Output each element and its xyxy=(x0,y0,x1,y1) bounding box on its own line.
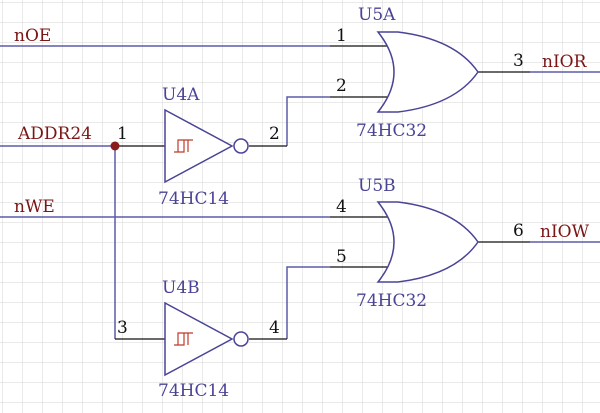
or-gate-symbol xyxy=(376,201,479,283)
net-label-nwe: nWE xyxy=(14,197,55,217)
gate-u5b xyxy=(376,201,479,283)
part-u4a: 74HC14 xyxy=(158,189,229,209)
net-label-niow: nIOW xyxy=(540,222,590,242)
pin-number: 3 xyxy=(513,51,524,71)
pin-number: 4 xyxy=(336,197,347,217)
schmitt-trigger-icon xyxy=(174,332,193,346)
pin-number: 3 xyxy=(117,318,128,338)
pin-number: 4 xyxy=(269,318,280,338)
ref-u5a: U5A xyxy=(358,5,396,25)
inverter-symbol xyxy=(164,108,234,184)
wire-u4b-u5b xyxy=(286,266,330,339)
pin-number: 6 xyxy=(513,221,524,241)
wires xyxy=(0,45,600,339)
pin-number: 2 xyxy=(269,124,280,144)
part-u5b: 74HC32 xyxy=(356,291,427,311)
wire-u4a-u5a xyxy=(286,96,330,146)
ref-u5b: U5B xyxy=(358,176,396,196)
gate-u5a xyxy=(376,31,479,113)
part-u4b: 74HC14 xyxy=(158,381,229,401)
ref-u4b: U4B xyxy=(162,278,200,298)
inversion-bubble xyxy=(233,331,249,347)
part-u5a: 74HC32 xyxy=(356,121,427,141)
pin-number: 1 xyxy=(336,26,347,46)
net-label-noe: nOE xyxy=(14,26,51,46)
net-label-addr24: ADDR24 xyxy=(17,124,92,144)
pin-lines xyxy=(115,45,530,340)
gate-u4b xyxy=(164,301,249,377)
or-gate-symbol xyxy=(376,31,479,113)
pin-number: 1 xyxy=(117,124,128,144)
ref-u4a: U4A xyxy=(162,85,200,105)
net-label-nior: nIOR xyxy=(542,52,588,72)
inverter-symbol xyxy=(164,301,234,377)
junction-dot xyxy=(110,141,120,151)
pin-number: 2 xyxy=(336,76,347,96)
schmitt-trigger-icon xyxy=(174,139,193,153)
gate-u4a xyxy=(164,108,249,184)
inversion-bubble xyxy=(233,138,249,154)
pin-number: 5 xyxy=(336,247,347,267)
